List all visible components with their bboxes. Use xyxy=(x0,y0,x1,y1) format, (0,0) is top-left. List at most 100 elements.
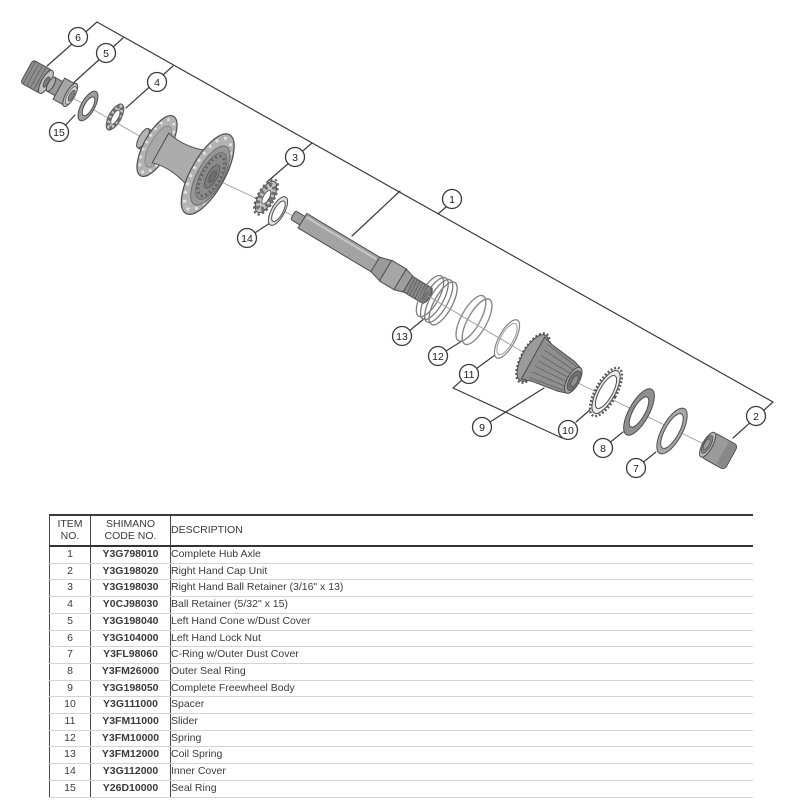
svg-text:1: 1 xyxy=(449,194,455,206)
description-cell: Spring xyxy=(170,730,753,748)
description-cell: Inner Cover xyxy=(170,763,753,781)
item-no-cell: 4 xyxy=(49,596,91,614)
callout-15: 15 xyxy=(48,121,70,143)
code-cell: Y3G198030 xyxy=(90,579,171,598)
header-description: DESCRIPTION xyxy=(170,515,753,547)
callout-4: 4 xyxy=(146,71,168,93)
code-cell: Y3G798010 xyxy=(90,546,171,564)
leader-item9 xyxy=(481,387,545,428)
svg-text:12: 12 xyxy=(432,351,444,363)
hub-shell-part xyxy=(136,115,235,215)
item-no-cell: 11 xyxy=(49,713,91,731)
right-hand-cap-part xyxy=(699,431,738,470)
description-cell: Complete Hub Axle xyxy=(170,546,753,564)
description-cell: C-Ring w/Outer Dust Cover xyxy=(170,646,753,664)
hub-axle-part xyxy=(290,210,433,305)
description-cell: Seal Ring xyxy=(170,780,753,798)
svg-text:11: 11 xyxy=(464,369,475,381)
item-no-cell: 10 xyxy=(49,696,91,715)
item-no-cell: 1 xyxy=(49,546,91,564)
callout-12: 12 xyxy=(427,345,449,367)
item-no-cell: 13 xyxy=(49,746,91,765)
svg-text:7: 7 xyxy=(633,463,639,475)
code-cell: Y0CJ98030 xyxy=(90,596,171,614)
axis-line-rings xyxy=(427,295,534,359)
seal-ring-part xyxy=(77,90,99,122)
callout-3: 3 xyxy=(284,146,306,168)
callout-9: 9 xyxy=(471,416,493,438)
callout-8: 8 xyxy=(592,437,614,459)
outer-seal-ring-part xyxy=(623,388,655,436)
spacer-part xyxy=(588,366,624,418)
header-item-no: ITEM NO. xyxy=(49,515,91,547)
ball-retainer-part xyxy=(105,103,125,131)
code-cell: Y3G198050 xyxy=(90,680,171,698)
description-cell: Right Hand Cap Unit xyxy=(170,563,753,581)
description-cell: Left Hand Cone w/Dust Cover xyxy=(170,613,753,631)
leader-item10 xyxy=(575,408,592,423)
code-cell: Y3G104000 xyxy=(90,630,171,648)
code-cell: Y3FL98060 xyxy=(90,646,171,664)
leader-item5 xyxy=(69,37,124,87)
svg-text:14: 14 xyxy=(241,233,253,245)
callout-2: 2 xyxy=(745,405,767,427)
item-no-cell: 5 xyxy=(49,613,91,631)
item-no-cell: 7 xyxy=(49,646,91,664)
svg-text:2: 2 xyxy=(753,411,759,423)
slider-part xyxy=(493,319,521,359)
description-cell: Outer Seal Ring xyxy=(170,663,753,681)
table-header-row: ITEM NO. SHIMANO CODE NO. DESCRIPTION xyxy=(49,515,753,547)
freewheel-body-part xyxy=(515,332,583,394)
item-no-cell: 2 xyxy=(49,563,91,581)
callout-1: 1 xyxy=(441,188,463,210)
svg-text:3: 3 xyxy=(292,152,298,164)
left-hand-lock-nut-part xyxy=(21,60,54,94)
callout-11: 11 xyxy=(458,363,480,385)
bracket-item9-10 xyxy=(452,379,563,439)
item-no-cell: 3 xyxy=(49,579,91,598)
callout-13: 13 xyxy=(391,325,413,347)
code-cell: Y3FM12000 xyxy=(90,746,171,765)
left-hand-cone-part xyxy=(45,76,79,107)
item-no-cell: 15 xyxy=(49,780,91,798)
description-cell: Spacer xyxy=(170,696,753,715)
c-ring-part xyxy=(656,407,688,455)
svg-text:5: 5 xyxy=(103,48,109,60)
description-cell: Coil Spring xyxy=(170,746,753,765)
item-no-cell: 9 xyxy=(49,680,91,698)
callout-14: 14 xyxy=(236,227,258,249)
svg-text:13: 13 xyxy=(396,331,408,343)
exploded-diagram: 1 2 3 4 5 6 7 8 9 10 11 12 13 14 15 xyxy=(21,21,774,479)
item-no-cell: 8 xyxy=(49,663,91,681)
description-cell: Slider xyxy=(170,713,753,731)
item-no-cell: 6 xyxy=(49,630,91,648)
svg-text:9: 9 xyxy=(479,422,485,434)
spring-part xyxy=(455,294,493,346)
description-cell: Ball Retainer (5/32" x 15) xyxy=(170,596,753,614)
svg-text:6: 6 xyxy=(75,32,81,44)
leader-item1-axle xyxy=(351,190,401,237)
description-cell: Left Hand Lock Nut xyxy=(170,630,753,648)
svg-text:15: 15 xyxy=(53,127,65,139)
code-cell: Y3G198020 xyxy=(90,563,171,581)
svg-text:4: 4 xyxy=(154,77,160,89)
code-cell: Y3FM26000 xyxy=(90,663,171,681)
item-no-cell: 14 xyxy=(49,763,91,781)
item-no-cell: 12 xyxy=(49,730,91,748)
description-cell: Right Hand Ball Retainer (3/16" x 13) xyxy=(170,579,753,598)
